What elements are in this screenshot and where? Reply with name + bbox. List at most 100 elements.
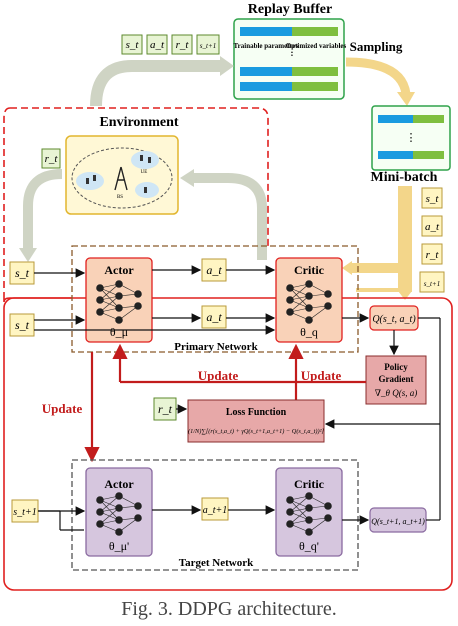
minibatch-sample-s-next — [419, 271, 445, 293]
ddpg-diagram: Replay Buffer Trainable parameters : Opt… — [3, 2, 453, 591]
training-region-border — [3, 297, 453, 591]
training-state-label: s_t — [15, 318, 30, 332]
replay-buffer-rows — [240, 27, 338, 91]
ue-device-icon — [144, 187, 147, 193]
target-critic-neural-net-icon — [286, 492, 332, 536]
minibatch-samples: s_t a_t r_t s_t+1 — [419, 187, 445, 293]
primary-network-box — [71, 245, 359, 353]
update-left-label: Update — [42, 401, 83, 416]
primary-action-top-label: a_t — [206, 263, 222, 277]
critic-title: Critic — [294, 263, 325, 277]
ue-label: UE — [141, 170, 148, 175]
replay-buffer-title: Replay Buffer — [248, 2, 332, 17]
sampling-arrowhead — [397, 92, 415, 106]
environment-title: Environment — [99, 115, 178, 130]
tuple-label-s-next: s_t+1 — [200, 42, 216, 50]
target-network-label: Target Network — [179, 557, 254, 569]
tuple-box-r — [171, 34, 193, 55]
base-station-tower-icon — [114, 166, 128, 191]
update-mid-label: Update — [198, 368, 239, 383]
minibatch-label-r: r_t — [426, 249, 440, 261]
training-action-box — [201, 305, 227, 329]
minibatch-row-2-params — [378, 151, 413, 159]
minibatch-down-arrowhead — [398, 291, 412, 300]
buffer-row-1-params — [240, 27, 292, 36]
transition-tuple: s_t a_t r_t s_t+1 — [121, 34, 220, 55]
minibatch-title: Mini-batch — [371, 170, 438, 185]
figure-caption: Fig. 3. DDPG architecture. — [121, 598, 337, 620]
target-action-box — [201, 497, 229, 521]
target-critic-param: θ_q' — [299, 539, 319, 553]
env-reward-label: r_t — [45, 153, 59, 165]
actor-title: Actor — [104, 263, 134, 277]
env-reward-box — [41, 148, 61, 169]
env-to-state-arrowhead — [19, 248, 37, 262]
minibatch-sample-s — [421, 187, 443, 209]
target-state-label: s_t+1 — [13, 507, 36, 518]
minibatch-label-a: a_t — [425, 221, 440, 233]
loss-reward-label: r_t — [158, 402, 173, 416]
sampling-arrow — [345, 57, 411, 95]
tuple-label-r: r_t — [176, 39, 190, 51]
action-to-env-arrowhead — [180, 169, 194, 187]
minibatch-to-critic-arrowhead — [342, 261, 352, 275]
ue-cloud-2 — [76, 172, 104, 190]
policy-gradient-box — [365, 355, 427, 405]
target-actor-neural-net-icon — [96, 492, 142, 536]
env-to-state-arrow — [23, 169, 63, 250]
q-value-label: Q(s_t, a_t) — [372, 314, 416, 325]
environment-border-left — [3, 107, 11, 292]
target-actor-param: θ_μ' — [109, 539, 129, 553]
buffer-row-3-params — [240, 82, 292, 91]
minibatch-to-critic-band — [398, 186, 412, 288]
critic-neural-net-icon — [286, 280, 332, 324]
buffer-row-2-vars — [292, 67, 338, 76]
loss-formula: (1/N)∑[(r(s_t,a_t) + γQ(s_t+1,a_t+1) − Q… — [188, 428, 324, 435]
tuple-box-a — [146, 34, 168, 55]
minibatch-label-s-next: s_t+1 — [424, 280, 440, 288]
target-action-label: a_t+1 — [203, 505, 228, 516]
training-action-label: a_t — [206, 310, 222, 324]
tuple-label-s: s_t — [126, 39, 140, 51]
tuple-box-s-next — [196, 34, 220, 55]
critic-box — [275, 257, 343, 343]
actor-param: θ_μ — [110, 325, 128, 339]
policy-gradient-line-3: ∇_θ Q(s, a) — [375, 388, 417, 398]
target-q-label: Q(s_t+1, a_t+1) — [371, 517, 425, 526]
store-transition-arrow — [90, 60, 222, 107]
actor-box — [85, 257, 153, 343]
minibatch-sample-r — [421, 243, 443, 265]
target-actor-box — [85, 467, 153, 557]
policy-gradient-line-1: Policy — [384, 362, 408, 372]
training-state-box — [9, 313, 35, 337]
minibatch-row-1-vars — [413, 115, 444, 123]
tuple-label-a: a_t — [150, 39, 165, 51]
ue-device-icon — [93, 175, 96, 181]
minibatch-label-s: s_t — [426, 193, 440, 205]
action-to-env-arrow — [192, 173, 267, 260]
store-transition-arrowhead — [220, 56, 234, 76]
buffer-row-2-params — [240, 67, 292, 76]
update-right-label: Update — [301, 368, 342, 383]
minibatch-to-critic-connector — [356, 288, 398, 292]
network-scene: BS UE — [71, 147, 173, 209]
actor-neural-net-icon — [96, 280, 142, 324]
target-actor-title: Actor — [104, 477, 134, 491]
primary-network-label: Primary Network — [174, 341, 258, 353]
environment-border-top — [10, 107, 269, 246]
minibatch-row-2-vars — [413, 151, 444, 159]
target-critic-title: Critic — [294, 477, 325, 491]
buffer-row-3-vars — [292, 82, 338, 91]
buffer-row-1-vars — [292, 27, 338, 36]
bs-label: BS — [117, 195, 123, 200]
minibatch-row-1-params — [378, 115, 413, 123]
sampling-label: Sampling — [350, 39, 403, 54]
ue-device-icon — [140, 155, 143, 161]
primary-state-label: s_t — [15, 266, 30, 280]
loss-function-box — [187, 399, 325, 443]
training-border-left-top — [3, 292, 72, 303]
target-critic-box — [275, 467, 343, 557]
minibatch-sample-a — [421, 215, 443, 237]
ue-device-icon — [86, 178, 89, 184]
